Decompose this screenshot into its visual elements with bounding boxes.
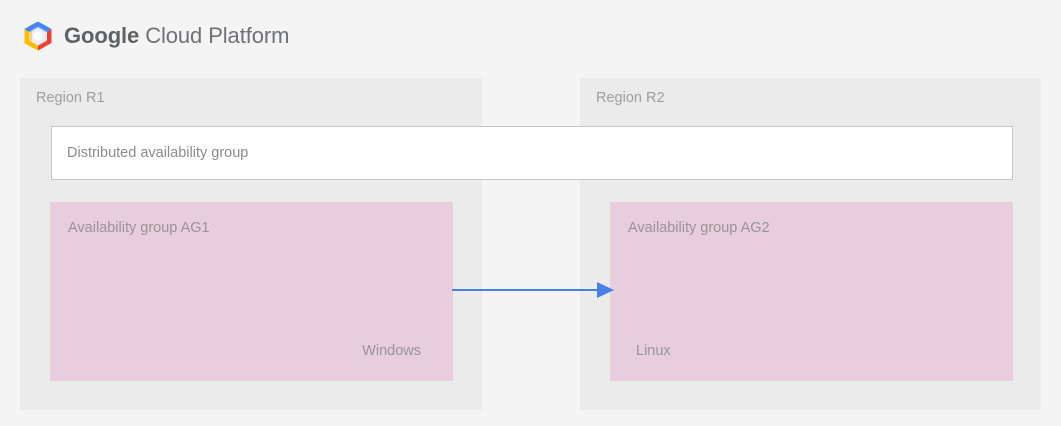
replication-right-arrow-icon [452,282,614,298]
brand-title-google: Google [64,23,140,48]
availability-group-ag2-box: Availability group AG2 Linux [610,202,1013,381]
brand-title: Google Cloud Platform [64,25,289,47]
google-cloud-platform-logo-icon [24,21,52,51]
region-label-r2: Region R2 [596,90,665,106]
brand-header: Google Cloud Platform [22,18,289,54]
brand-title-cloud-platform: Cloud Platform [145,23,290,48]
availability-group-ag1-box: Availability group AG1 Windows [50,202,453,381]
availability-group-ag2-label: Availability group AG2 [628,220,770,236]
availability-group-ag1-label: Availability group AG1 [68,220,210,236]
os-label-linux: Linux [636,343,671,359]
os-label-windows: Windows [362,343,421,359]
region-label-r1: Region R1 [36,90,105,106]
distributed-availability-group-label: Distributed availability group [67,145,249,161]
distributed-availability-group-box: Distributed availability group [51,126,1013,180]
